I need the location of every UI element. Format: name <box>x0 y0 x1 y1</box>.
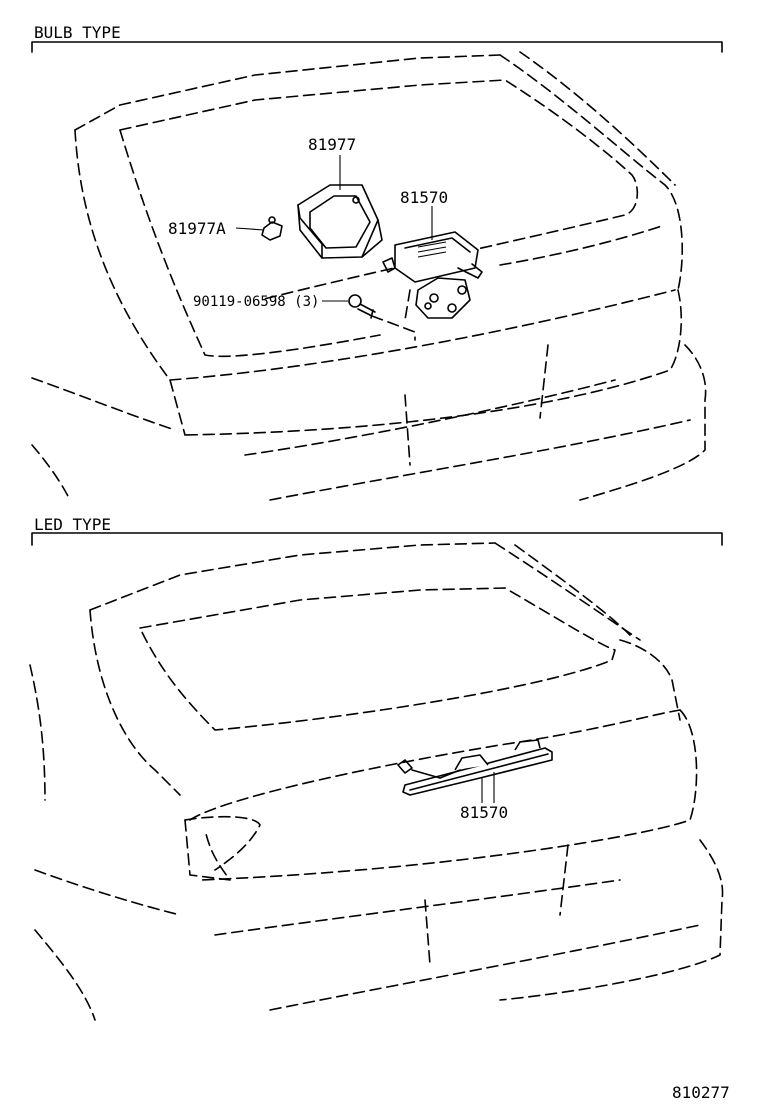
led-car-body <box>29 542 724 1021</box>
label-81570-bulb: 81570 <box>400 188 448 207</box>
lamp-81570-led <box>397 739 553 796</box>
leader-bracket-dash <box>404 289 411 321</box>
figure-number: 810277 <box>672 1083 730 1102</box>
bulb-car-body <box>31 51 707 501</box>
leader-81977A <box>235 227 265 231</box>
led-type-header-rule <box>31 532 723 546</box>
lamp-81570-bulb <box>382 231 483 319</box>
cover-81977 <box>297 184 383 259</box>
label-81977: 81977 <box>308 135 356 154</box>
label-81570-led: 81570 <box>460 803 508 822</box>
leader-screw-dash <box>371 315 416 341</box>
led-type-section: LED TYPE <box>29 515 724 1021</box>
bulb-type-header-rule <box>31 41 723 53</box>
label-81977A: 81977A <box>168 219 226 238</box>
clip-81977A <box>261 216 283 241</box>
bulb-type-title: BULB TYPE <box>34 23 121 42</box>
led-type-title: LED TYPE <box>34 515 111 534</box>
label-90119: 90119-06598 (3) <box>193 294 319 310</box>
screw-90119 <box>348 294 376 319</box>
bulb-type-section: BULB TYPE <box>31 23 723 501</box>
